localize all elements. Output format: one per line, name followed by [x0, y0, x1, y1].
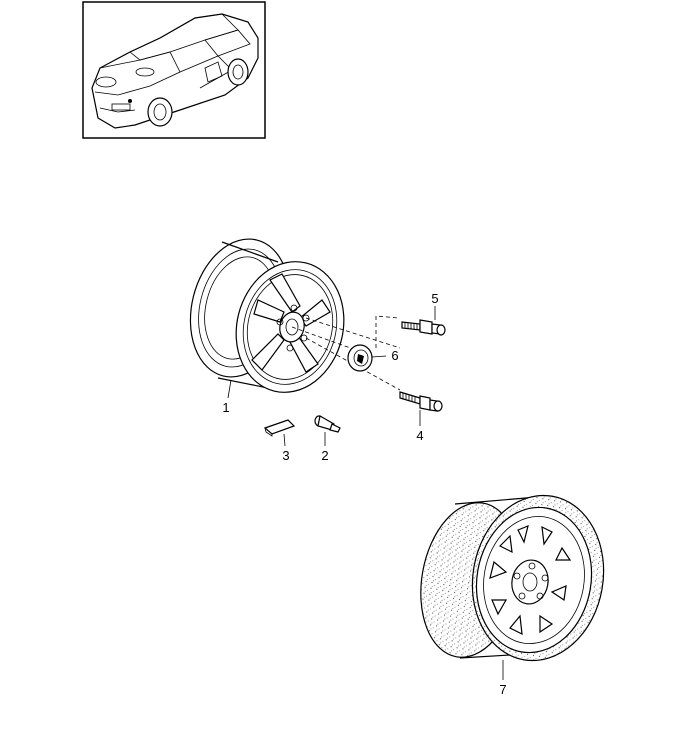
callout-locking-bolt: 5	[431, 291, 438, 306]
spare-wheel	[420, 494, 605, 662]
valve	[314, 415, 341, 433]
wheel-bolt	[399, 391, 443, 412]
callout-wheel-bolt: 4	[416, 428, 423, 443]
wheel-spokes	[251, 273, 331, 373]
center-cap	[347, 344, 373, 372]
spare-wheel-vents	[489, 525, 572, 636]
callout-labels: 1 2 3 4 5 6 7	[222, 291, 506, 697]
callout-wheel: 1	[222, 400, 229, 415]
callout-valve: 2	[321, 448, 328, 463]
balance-weight	[263, 419, 296, 437]
assembly-lines	[291, 315, 401, 391]
leader-lines	[227, 306, 504, 680]
wheel-rim	[189, 238, 345, 393]
vehicle-thumbnail	[82, 1, 266, 139]
locking-bolt	[401, 319, 446, 336]
car-illustration	[91, 13, 259, 129]
callout-center-cap: 6	[391, 348, 398, 363]
callout-balance-weight: 3	[282, 448, 289, 463]
callout-spare-wheel: 7	[499, 682, 506, 697]
